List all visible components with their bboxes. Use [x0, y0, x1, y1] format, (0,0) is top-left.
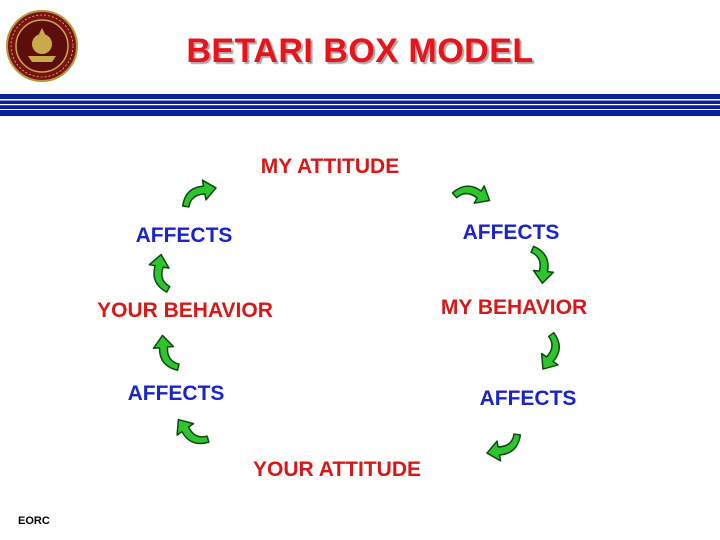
usmc-seal-icon: [6, 10, 78, 82]
curved-arrow-icon: [530, 245, 555, 285]
slide-title: BETARI BOX MODEL: [186, 32, 534, 70]
curved-arrow-icon: [152, 334, 180, 371]
curved-arrow-icon: [181, 179, 217, 208]
affects-label-right-top: AFFECTS: [462, 221, 560, 244]
header-divider: [0, 94, 720, 116]
your-attitude-label: YOUR ATTITUDE: [253, 458, 421, 481]
footer-label: EORC: [18, 515, 50, 527]
affects-label-left-top: AFFECTS: [135, 224, 233, 247]
my-behavior-label: MY BEHAVIOR: [440, 296, 588, 319]
your-behavior-label: YOUR BEHAVIOR: [97, 299, 273, 322]
my-attitude-label: MY ATTITUDE: [260, 155, 400, 178]
curved-arrow-icon: [451, 185, 491, 204]
affects-label-left-bottom: AFFECTS: [127, 382, 225, 405]
curved-arrow-icon: [486, 433, 522, 462]
affects-label-right-bottom: AFFECTS: [479, 387, 577, 410]
curved-arrow-icon: [176, 418, 210, 445]
curved-arrow-icon: [540, 331, 561, 370]
curved-arrow-icon: [148, 253, 171, 293]
